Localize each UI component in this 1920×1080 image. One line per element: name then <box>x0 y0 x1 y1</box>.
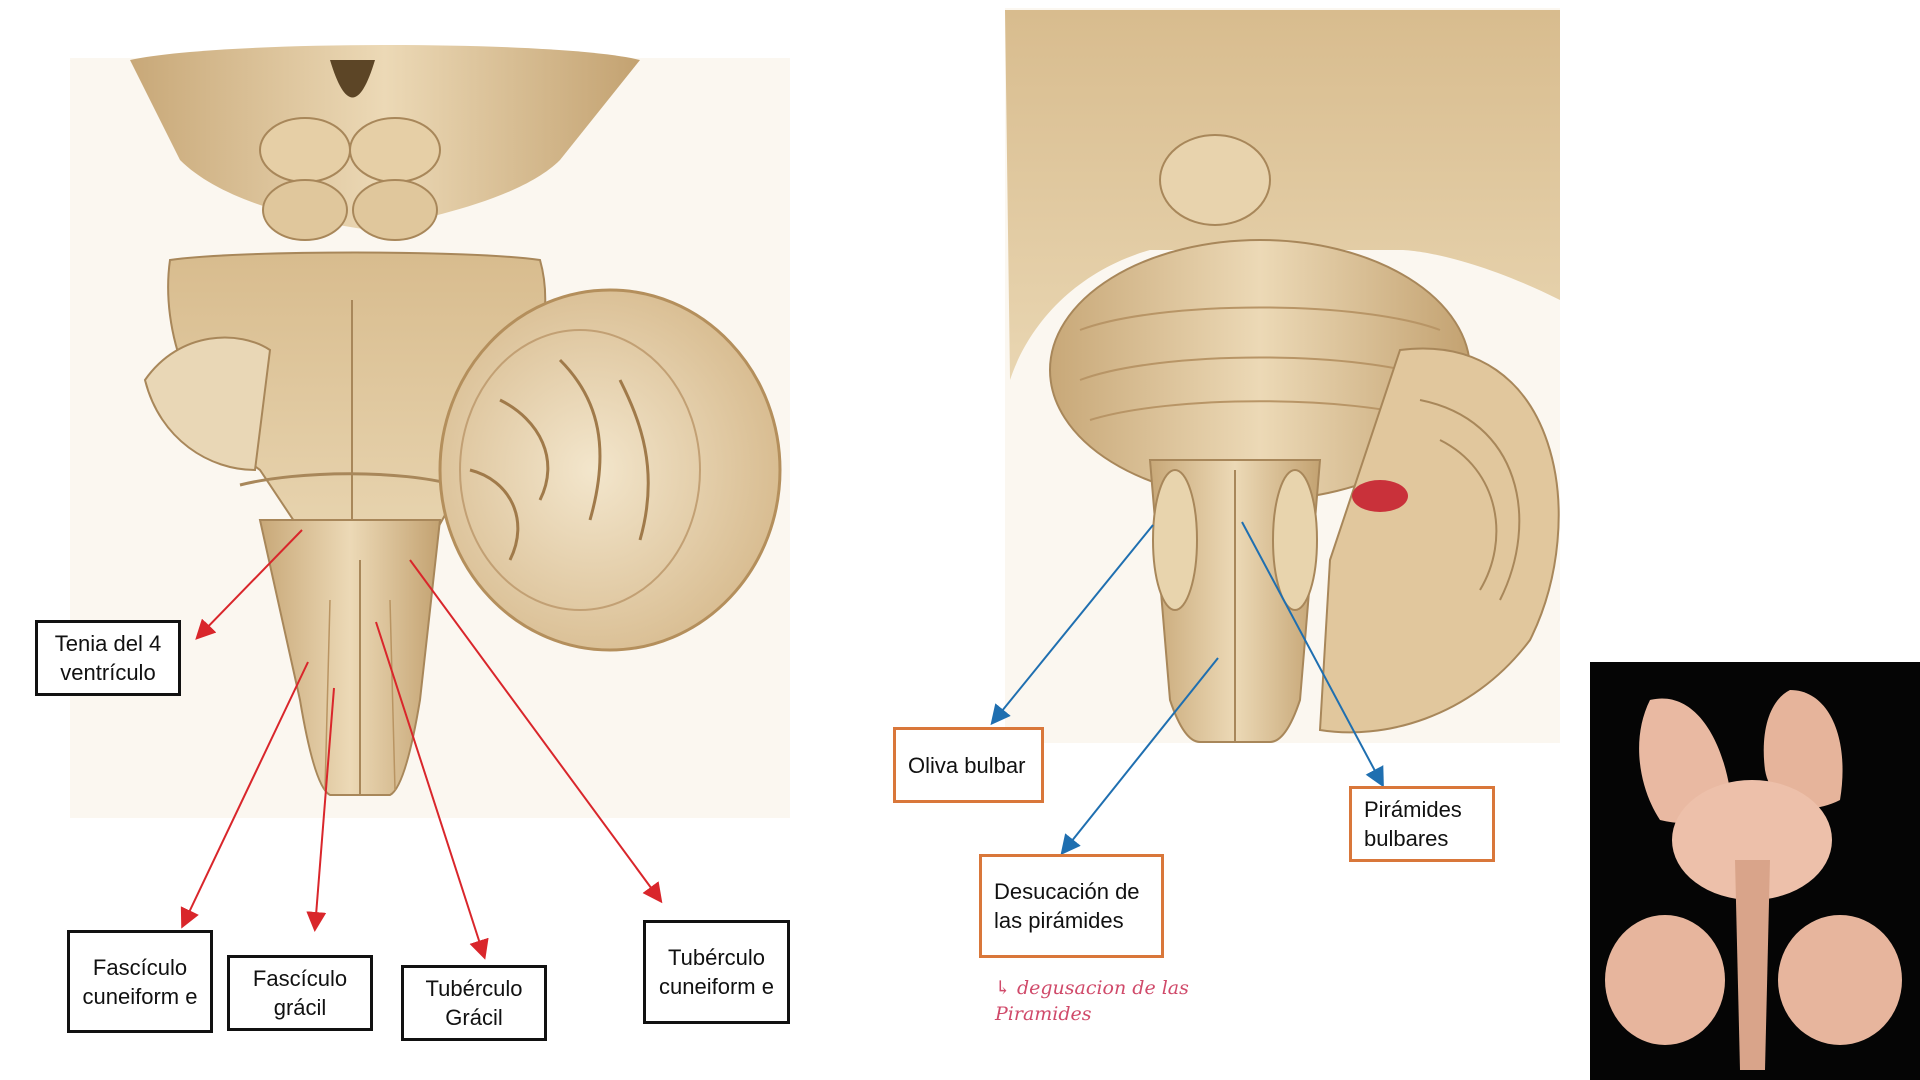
label-fasciculo-gracil-text: Fascículo grácil <box>252 966 348 1020</box>
label-tenia-text: Tenia del 4 ventrículo <box>54 631 162 685</box>
label-oliva-text: Oliva bulbar <box>908 752 1026 778</box>
label-piramides-bulbares: Pirámides bulbares <box>1349 786 1495 862</box>
specimen-photo <box>1590 662 1920 1080</box>
handwritten-note: ↳ degusacion de las Piramides <box>995 975 1195 1027</box>
label-tuberculo-gracil-text: Tubérculo Grácil <box>425 976 523 1030</box>
label-fasciculo-cuneiforme: Fascículo cuneiform e <box>67 930 213 1033</box>
label-tenia-4-ventriculo: Tenia del 4 ventrículo <box>35 620 181 696</box>
ventral-brainstem-drawing <box>1005 8 1560 743</box>
handwritten-note-text: ↳ degusacion de las Piramides <box>995 977 1189 1025</box>
label-oliva-bulbar: Oliva bulbar <box>893 727 1044 803</box>
label-tuberculo-cuneiforme-text: Tubérculo cuneiform e <box>659 945 774 999</box>
label-piramides-text: Pirámides bulbares <box>1364 797 1462 851</box>
label-fasciculo-cuneiforme-text: Fascículo cuneiform e <box>82 954 198 1009</box>
dorsal-brainstem-drawing <box>70 45 790 818</box>
label-tuberculo-cuneiforme: Tubérculo cuneiform e <box>643 920 790 1024</box>
label-fasciculo-gracil: Fascículo grácil <box>227 955 373 1031</box>
label-desucacion-piramides: Desucación de las pirámides <box>979 854 1164 958</box>
label-desucacion-text: Desucación de las pirámides <box>994 879 1140 933</box>
label-tuberculo-gracil: Tubérculo Grácil <box>401 965 547 1041</box>
